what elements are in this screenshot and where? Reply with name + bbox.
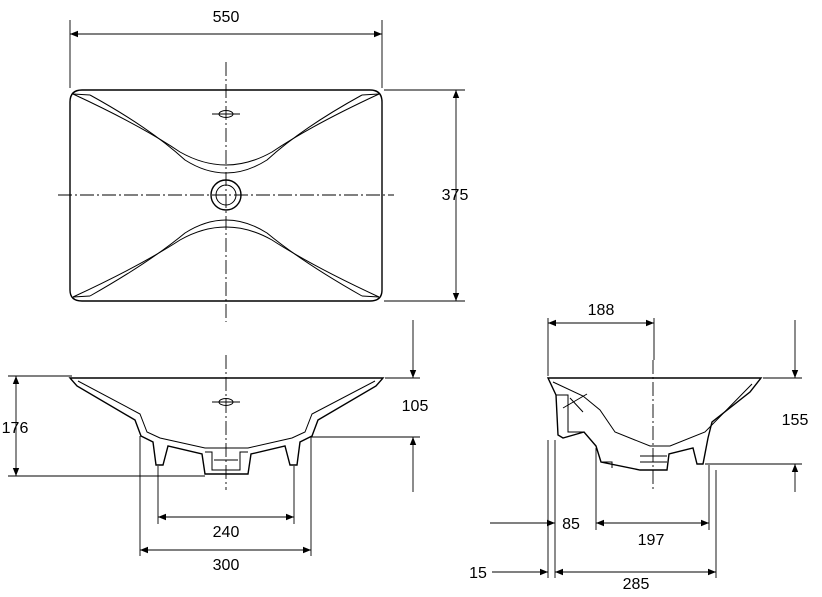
dim-side-top: 188 — [588, 302, 615, 319]
dim-front-drop: 105 — [402, 398, 429, 415]
side-inner-line — [552, 381, 753, 447]
front-view: 176 105 240 300 — [2, 320, 429, 574]
dim-side-total: 285 — [623, 576, 650, 593]
dim-front-inner-base: 240 — [213, 524, 240, 541]
dim-side-offset: 85 — [562, 516, 580, 533]
dim-front-outer-base: 300 — [213, 557, 240, 574]
basin-outline-side — [546, 377, 763, 471]
dim-front-height: 176 — [2, 420, 29, 437]
dim-top-depth: 375 — [442, 187, 469, 204]
side-drain — [640, 455, 667, 463]
dim-top-width: 550 — [213, 9, 240, 26]
dim-side-wall: 15 — [469, 565, 487, 582]
basin-outline-front — [68, 377, 385, 475]
front-inner-line — [77, 380, 376, 449]
dim-side-base: 197 — [638, 532, 665, 549]
dim-side-height: 155 — [782, 412, 809, 429]
side-wall-inner — [556, 394, 584, 433]
side-foot-left — [601, 461, 613, 468]
top-bowl-curve-upper — [72, 93, 380, 166]
side-view: 188 155 85 197 15 285 — [469, 302, 808, 593]
side-overflow-cross — [562, 393, 588, 413]
top-view: 550 375 — [58, 9, 468, 322]
